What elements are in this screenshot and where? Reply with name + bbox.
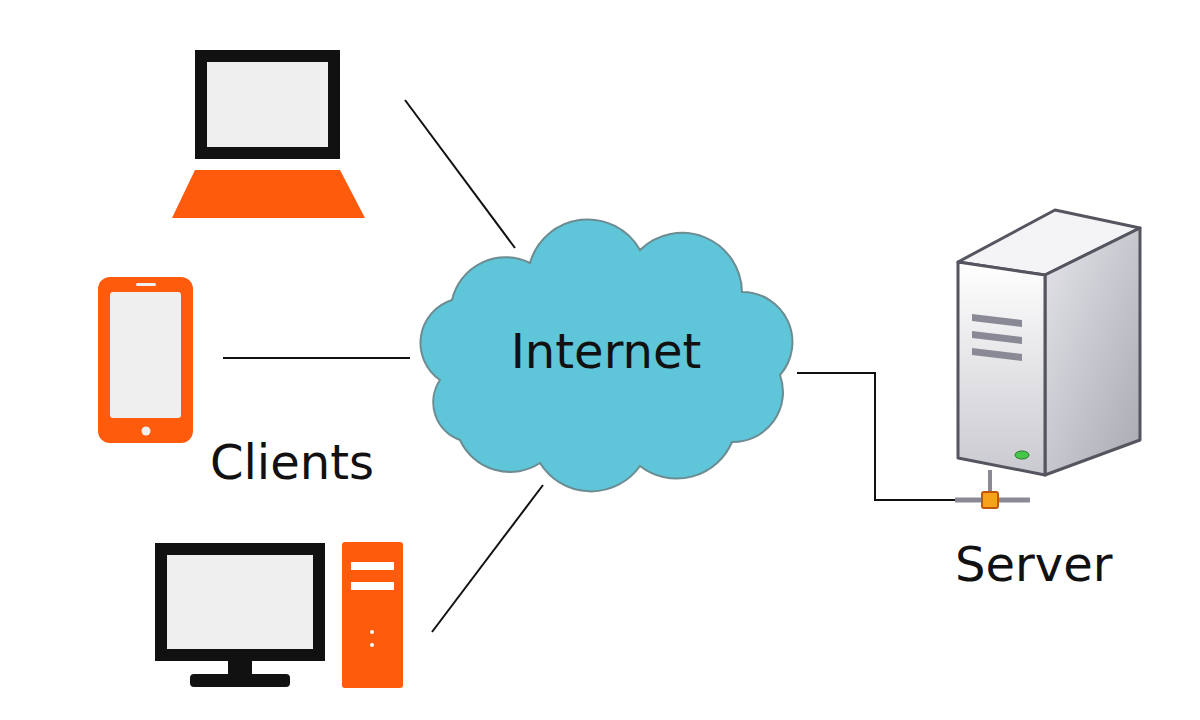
network-cloud: Internet	[415, 240, 797, 472]
server-face	[1045, 228, 1140, 475]
phone-link	[223, 357, 410, 359]
node-label: Server	[955, 540, 1105, 588]
phone-icon	[98, 277, 193, 443]
server-node: Server	[955, 200, 1150, 595]
server-vent	[972, 348, 1022, 361]
network-link	[797, 373, 955, 500]
cloud-label: Internet	[415, 235, 797, 467]
desktop-link	[432, 485, 543, 632]
group-label: Clients	[210, 438, 374, 486]
server-vent	[972, 331, 1022, 344]
laptop-link	[405, 100, 515, 248]
server-shape	[955, 200, 1150, 595]
network-port	[982, 492, 998, 508]
server-led	[1015, 451, 1029, 459]
server-vent	[972, 314, 1022, 327]
desktop-icon	[161, 542, 403, 688]
laptop-icon	[172, 56, 365, 218]
server-face	[958, 262, 1045, 475]
